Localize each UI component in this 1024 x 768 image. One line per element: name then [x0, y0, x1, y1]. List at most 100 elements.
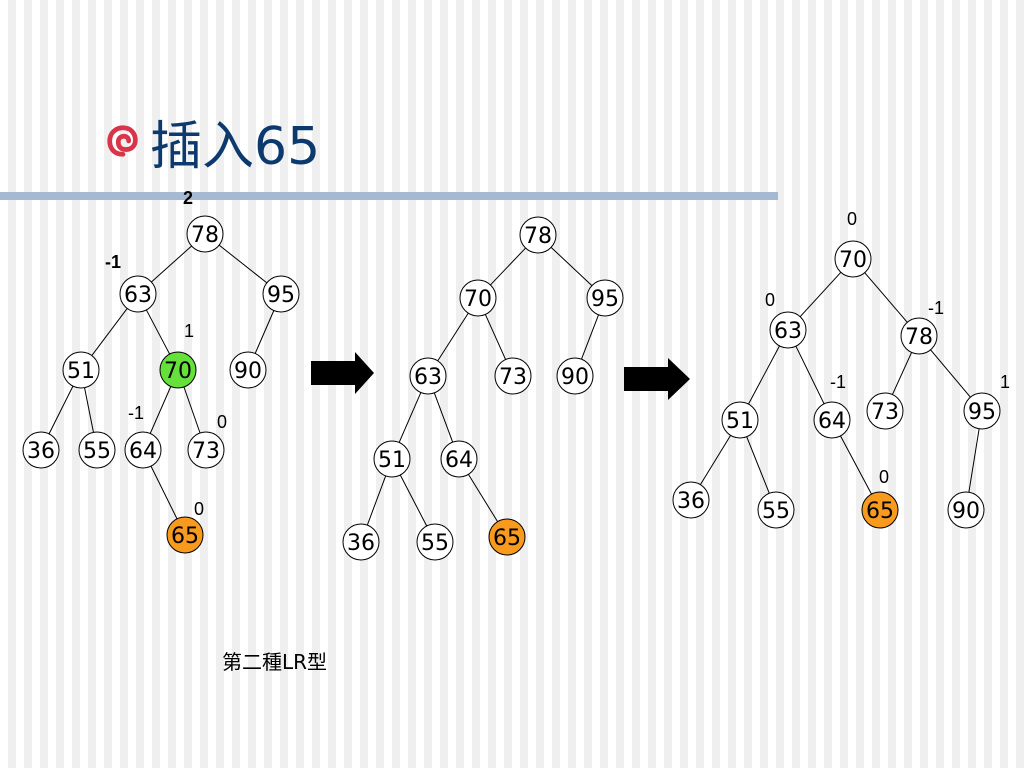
tree-edge: [550, 246, 593, 287]
title-divider: [0, 192, 778, 200]
node-circle: [186, 215, 224, 253]
tree-edge: [468, 474, 498, 522]
node-key-label: 70: [839, 248, 867, 273]
balance-factor-label: 0: [194, 499, 204, 519]
tree-edge: [930, 349, 971, 398]
tree-node-73: 73: [866, 392, 904, 430]
tree-node-65: 65: [166, 516, 204, 554]
node-circle: [409, 357, 447, 395]
tree-node-55: 55: [416, 523, 454, 561]
tree-node-55: 55: [78, 431, 116, 469]
tree-node-55: 55: [757, 491, 795, 529]
tree-edge: [145, 309, 171, 355]
node-circle: [861, 491, 899, 529]
tree-node-90: 90: [947, 491, 985, 529]
node-key-label: 78: [191, 223, 219, 248]
node-circle: [721, 401, 759, 439]
node-circle: [813, 401, 851, 439]
balance-factor-label: 0: [765, 290, 775, 310]
tree-node-64: 64: [440, 440, 478, 478]
node-circle: [672, 481, 710, 519]
node-key-label: 36: [677, 489, 705, 514]
tree-edge: [183, 386, 201, 434]
node-circle: [119, 275, 157, 313]
tree-node-90: 90: [556, 357, 594, 395]
tree-edge: [399, 474, 428, 527]
tree-edge: [149, 386, 172, 434]
tree-node-95: 95: [963, 392, 1001, 430]
tree-edge: [746, 436, 770, 494]
node-circle: [556, 357, 594, 395]
tree-node-73: 73: [494, 357, 532, 395]
tree-edge: [968, 428, 980, 493]
tree-node-70: 70: [834, 240, 872, 278]
node-key-label: 65: [866, 499, 894, 524]
tree-node-90: 90: [229, 351, 267, 389]
node-key-label: 78: [905, 325, 933, 350]
node-key-label: 73: [192, 439, 220, 464]
node-circle: [769, 311, 807, 349]
node-circle: [159, 351, 197, 389]
tree-node-95: 95: [262, 275, 300, 313]
tree-edge: [580, 314, 600, 360]
node-key-label: 51: [726, 409, 754, 434]
tree-edge: [366, 475, 387, 526]
node-key-label: 64: [818, 409, 846, 434]
tree-node-73: 73: [187, 431, 225, 469]
tree-node-64: 64: [124, 431, 162, 469]
tree-node-78: 78: [186, 215, 224, 253]
tree-edge: [91, 308, 128, 356]
node-key-label: 36: [347, 531, 375, 556]
node-key-label: 95: [267, 283, 295, 308]
balance-factor-label: 1: [1000, 372, 1010, 392]
tree-edge: [218, 244, 268, 284]
balance-factor-label: -1: [128, 403, 144, 423]
node-key-label: 90: [234, 359, 262, 384]
node-circle: [757, 491, 795, 529]
tree-node-70: 70: [159, 351, 197, 389]
node-key-label: 90: [561, 365, 589, 390]
tree-edge: [437, 312, 469, 362]
node-key-label: 55: [83, 439, 111, 464]
node-circle: [229, 351, 267, 389]
node-circle: [416, 523, 454, 561]
node-key-label: 65: [493, 526, 521, 551]
node-circle: [440, 440, 478, 478]
node-key-label: 55: [421, 531, 449, 556]
tree-node-65: 65: [861, 491, 899, 529]
tree-node-65: 65: [488, 518, 526, 556]
tree-node-51: 51: [62, 351, 100, 389]
rotation-caption: 第二種LR型: [222, 650, 328, 674]
node-circle: [586, 279, 624, 317]
balance-factor-label: -1: [830, 372, 846, 392]
node-key-label: 63: [774, 319, 802, 344]
node-key-label: 51: [67, 359, 95, 384]
right-arrow-icon: [311, 352, 374, 394]
balance-factor-label: -1: [928, 298, 944, 318]
tree-node-78: 78: [900, 317, 938, 355]
tree-edge: [864, 272, 908, 323]
tree-edge: [151, 245, 192, 283]
node-circle: [947, 491, 985, 529]
node-circle: [866, 392, 904, 430]
tree-node-36: 36: [342, 523, 380, 561]
node-circle: [187, 431, 225, 469]
node-circle: [166, 516, 204, 554]
node-circle: [62, 351, 100, 389]
node-key-label: 73: [871, 400, 899, 425]
balance-factor-label: -1: [105, 252, 121, 272]
node-circle: [124, 431, 162, 469]
node-circle: [494, 357, 532, 395]
right-arrow-icon: [624, 358, 690, 400]
tree-edge: [799, 271, 842, 318]
node-key-label: 95: [591, 287, 619, 312]
tree-edge: [433, 392, 454, 443]
tree-node-95: 95: [586, 279, 624, 317]
tree-edge: [84, 387, 94, 433]
tree-edge: [748, 345, 780, 405]
node-key-label: 78: [524, 224, 552, 249]
node-key-label: 63: [414, 365, 442, 390]
tree-edge: [484, 314, 507, 360]
